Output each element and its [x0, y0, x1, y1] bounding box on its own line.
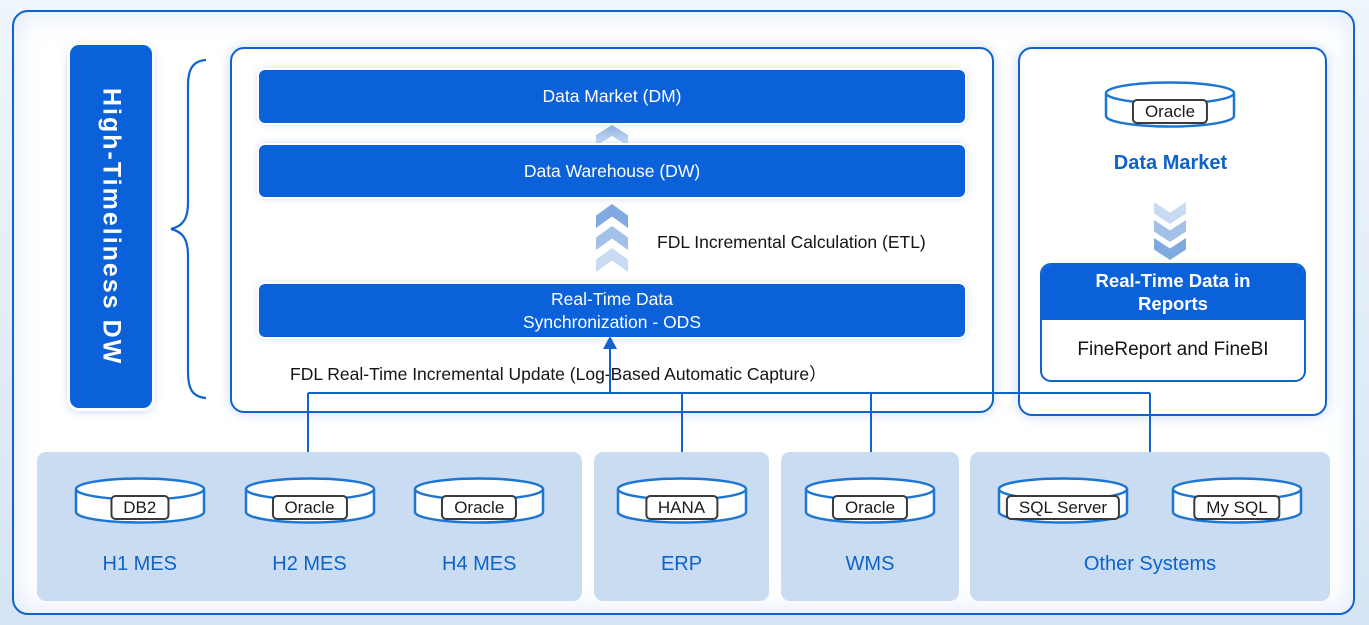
oracle-h2-cylinder: Oracle: [243, 476, 377, 526]
system-h2: Oracle H2 MES: [243, 476, 377, 576]
cylinder-row: SQL Server My SQL: [970, 452, 1330, 526]
data-warehouse-label: Data Warehouse (DW): [523, 160, 701, 181]
db2-cylinder: DB2: [73, 476, 207, 526]
card-header-line2: Reports: [1138, 293, 1208, 314]
sqlserver-cylinder: SQL Server: [996, 476, 1130, 526]
h2-mes-label: H2 MES: [272, 553, 347, 575]
chevron-up-icon: [596, 125, 628, 146]
realtime-update-note: FDL Real-Time Incremental Update (Log-Ba…: [290, 364, 827, 384]
cylinder-row: Oracle WMS: [781, 452, 959, 576]
source-group-mes: DB2 H1 MES Oracle H2 MES: [37, 452, 582, 601]
oracle-h4-label: Oracle: [441, 495, 518, 520]
system-h4: Oracle H4 MES: [412, 476, 546, 576]
chevron-down-icon: [1154, 220, 1186, 242]
ods-label-line2: Synchronization - ODS: [523, 311, 701, 332]
cylinder-row: HANA ERP: [594, 452, 769, 576]
chevron-up-icon: [596, 226, 628, 250]
oracle-wms-label: Oracle: [831, 495, 909, 520]
system-h1: DB2 H1 MES: [73, 476, 207, 576]
source-group-erp: HANA ERP: [594, 452, 769, 601]
h1-mes-label: H1 MES: [102, 553, 177, 575]
db2-label: DB2: [110, 495, 170, 520]
dw-panel: Data Market (DM) Data Warehouse (DW) FDL…: [230, 47, 994, 413]
oracle-dm-label: Oracle: [1131, 99, 1209, 124]
data-warehouse-bar: Data Warehouse (DW): [259, 145, 965, 197]
system-erp: HANA ERP: [615, 476, 749, 576]
chevron-down-icon: [1154, 202, 1186, 224]
chevron-up-icon: [596, 204, 628, 228]
oracle-h4-cylinder: Oracle: [412, 476, 546, 526]
hana-cylinder: HANA: [615, 476, 749, 526]
oracle-wms-cylinder: Oracle: [803, 476, 937, 526]
system-wms: Oracle WMS: [803, 476, 937, 576]
erp-label: ERP: [660, 553, 703, 575]
card-body: FineReport and FineBI: [1077, 339, 1269, 360]
card-header-line1: Real-Time Data in: [1095, 270, 1251, 291]
source-group-wms: Oracle WMS: [781, 452, 959, 601]
banner-title: High-Timeliness DW: [97, 87, 126, 366]
wms-label: WMS: [845, 553, 895, 575]
source-group-other: SQL Server My SQL Other Systems: [970, 452, 1330, 601]
data-market-label: Data Market (DM): [542, 86, 682, 106]
mysql-cylinder: My SQL: [1170, 476, 1304, 526]
ods-bar: Real-Time Data Synchronization - ODS: [259, 284, 965, 337]
h4-mes-label: H4 MES: [442, 553, 517, 575]
etl-note: FDL Incremental Calculation (ETL): [657, 232, 926, 252]
mysql-label: My SQL: [1193, 495, 1281, 520]
high-timeliness-banner: High-Timeliness DW: [70, 45, 152, 408]
hana-label: HANA: [644, 495, 719, 520]
data-market-title: Data Market: [1113, 152, 1228, 174]
ods-label-line1: Real-Time Data: [551, 288, 673, 309]
cylinder-row: DB2 H1 MES Oracle H2 MES: [37, 452, 582, 576]
data-market-bar: Data Market (DM): [259, 70, 965, 123]
chevron-up-icon: [596, 248, 628, 272]
oracle-dm-cylinder: Oracle: [1103, 80, 1237, 130]
chevron-down-icon: [1154, 238, 1186, 260]
card-header: Real-Time Data in Reports: [1042, 265, 1304, 320]
realtime-reports-card: Real-Time Data in Reports FineReport and…: [1040, 263, 1306, 382]
sqlserver-label: SQL Server: [1005, 495, 1121, 520]
other-systems-label: Other Systems: [1083, 553, 1217, 575]
oracle-h2-label: Oracle: [271, 495, 348, 520]
